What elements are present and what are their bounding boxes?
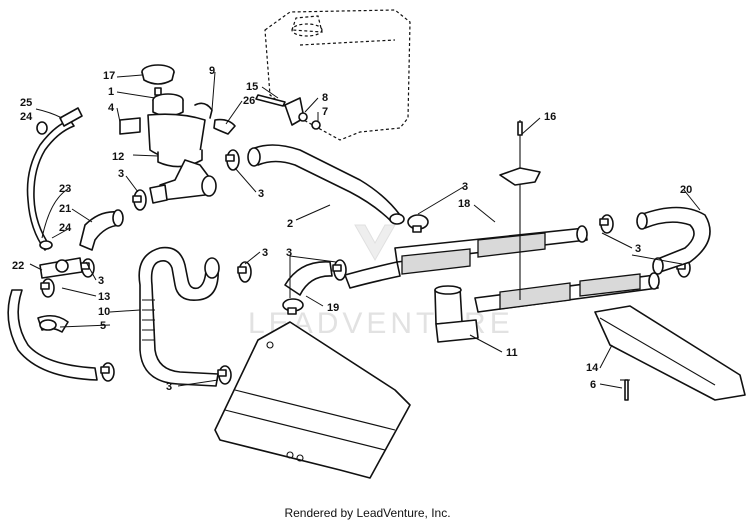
skid-plate-14 [594,305,746,401]
callout-21: 21 [59,203,71,215]
bleeder-16 [499,120,541,300]
hose-10 [138,246,220,387]
footer-text: Rendered by LeadVenture, Inc. [284,506,451,520]
callout-4: 4 [108,102,115,114]
heat-deflector-panel [214,321,411,479]
thermostat-housing-11 [434,285,479,343]
callout-24: 24 [59,222,72,234]
bracket-hardware [194,94,321,135]
callout-3: 3 [166,381,172,393]
callout-3: 3 [635,243,641,255]
hose-5 [7,289,98,381]
callout-2: 2 [287,218,293,230]
clamp [237,261,252,283]
callout-24: 24 [20,111,33,123]
callout-3: 3 [118,168,124,180]
hose-2 [247,144,405,225]
callout-6: 6 [590,379,596,391]
callout-9: 9 [209,65,215,77]
callout-7: 7 [322,106,328,118]
heat-exchanger-lower [474,272,660,313]
clamp [225,149,240,171]
callout-17: 17 [103,70,115,82]
callout-10: 10 [98,306,110,318]
callout-16: 16 [544,111,556,123]
callout-3: 3 [262,247,268,259]
callout-14: 14 [586,362,599,374]
clamp [599,214,614,234]
hose-20 [636,206,711,275]
callout-19: 19 [327,302,339,314]
callout-12: 12 [112,151,124,163]
callout-20: 20 [680,184,692,196]
hose-19 [284,261,333,296]
leader-lines [29,71,701,389]
clamp [332,259,347,281]
callout-13: 13 [98,291,110,303]
callout-22: 22 [12,260,24,272]
clamp [282,298,304,315]
fill-bottle-assembly [119,64,217,204]
callout-labels: 17 1 4 9 15 26 8 7 16 25 24 12 3 3 2 3 1… [12,65,692,393]
callout-15: 15 [246,81,258,93]
callout-26: 26 [243,95,255,107]
callout-18: 18 [458,198,470,210]
overflow-hose-23 [26,107,83,251]
callout-3: 3 [286,247,292,259]
footer-credit: Rendered by LeadVenture, Inc. [0,506,750,520]
heat-exchanger-upper [344,225,588,289]
clamp [100,362,115,382]
callout-3: 3 [98,275,104,287]
callout-23: 23 [59,183,71,195]
callout-3: 3 [258,188,264,200]
reservoir-tank [264,9,411,141]
callout-25: 25 [20,97,32,109]
clamp [80,258,95,278]
clamp [132,189,147,211]
clamp [407,214,429,233]
callout-11: 11 [506,347,518,359]
callout-1: 1 [108,86,114,98]
callout-8: 8 [322,92,328,104]
clamp [40,278,55,298]
callout-3: 3 [462,181,468,193]
callout-5: 5 [100,320,106,332]
connector-22 [39,257,83,279]
hose-21 [79,209,124,251]
clamp [217,365,232,385]
